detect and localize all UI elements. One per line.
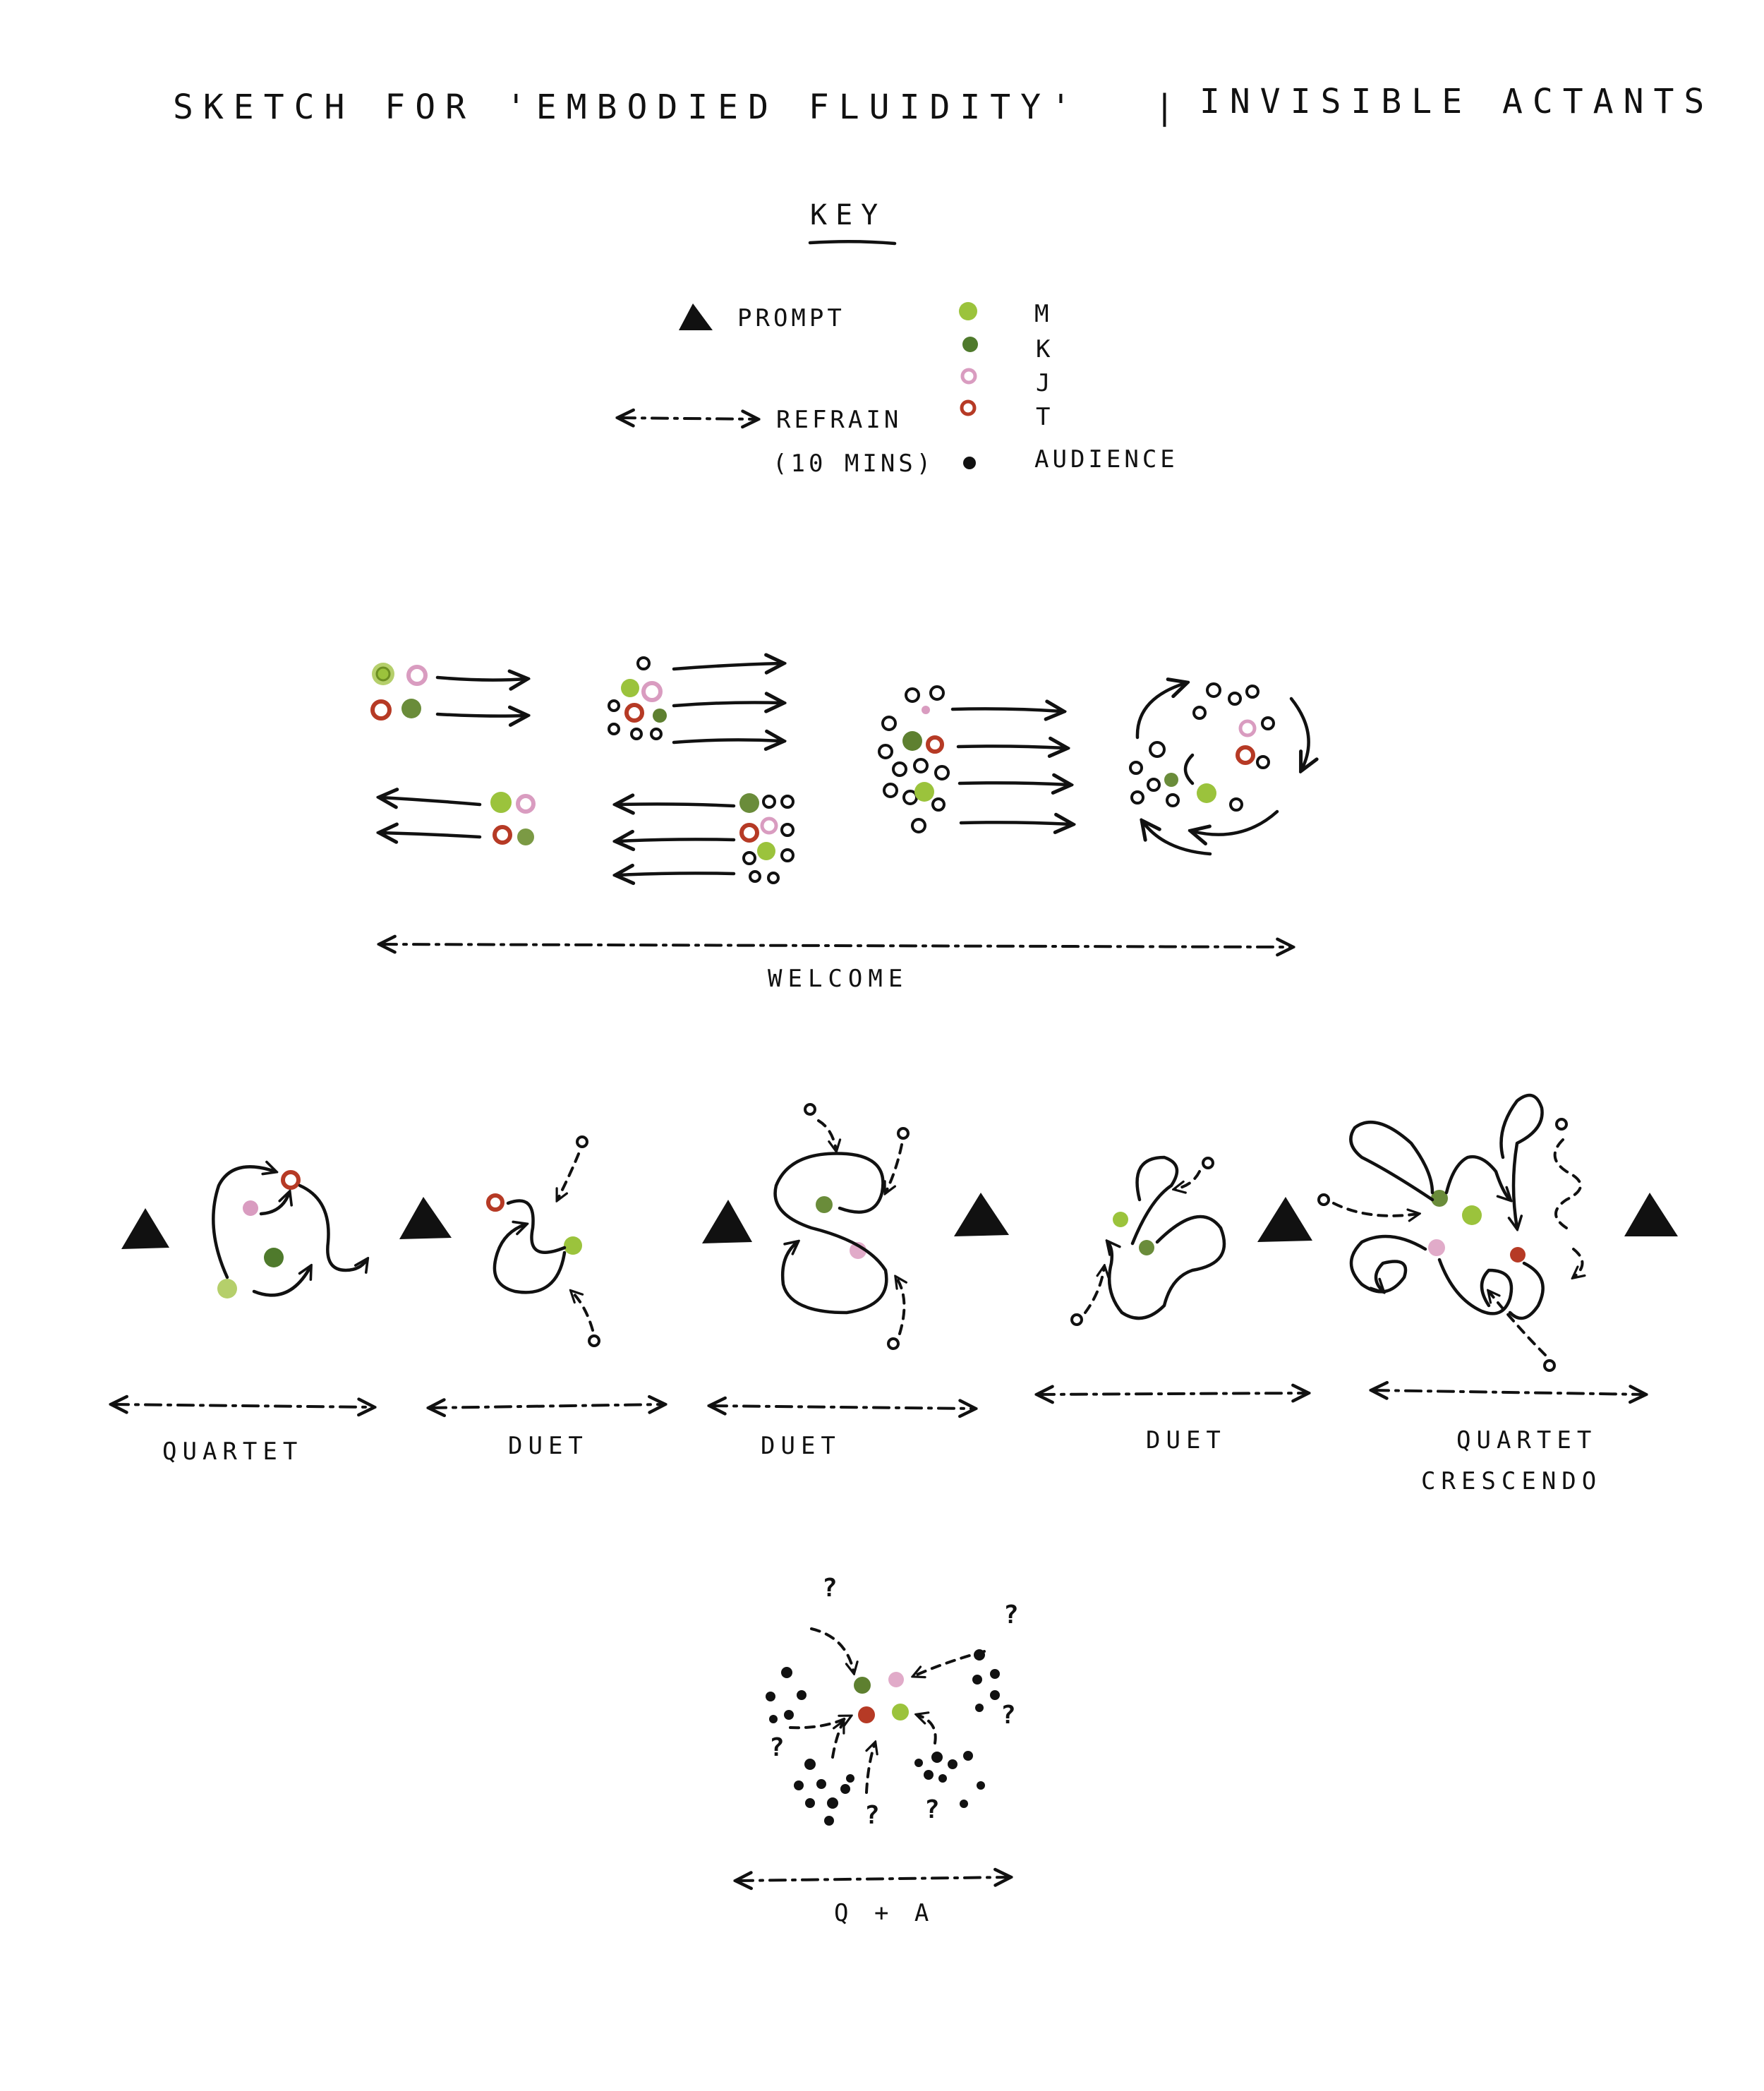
- prompt-triangle-icon: [121, 1208, 169, 1249]
- key-label-refrain-duration: (10 MINS): [773, 450, 934, 478]
- question-mark: ?: [924, 1795, 940, 1824]
- key-legend: KEY PROMPT REFRAIN (10 MINS) M K J T AUD…: [620, 199, 1178, 478]
- prompt-triangle-icon: [702, 1200, 752, 1243]
- key-label-k: K: [1036, 335, 1053, 363]
- question-mark: ?: [1001, 1701, 1016, 1730]
- question-mark: ?: [1003, 1601, 1019, 1629]
- question-mark: ?: [864, 1801, 880, 1830]
- question-mark: ?: [822, 1574, 838, 1603]
- stage-duet-1: DUET: [430, 1135, 663, 1460]
- welcome-refrain-arrow-icon: [381, 944, 1291, 947]
- stage-duet-2: DUET: [711, 1103, 974, 1460]
- key-label-audience: AUDIENCE: [1034, 445, 1178, 474]
- key-label-refrain: REFRAIN: [776, 406, 902, 434]
- question-mark: ?: [769, 1733, 785, 1762]
- performer-m-dot-icon: [959, 302, 977, 320]
- key-heading: KEY: [810, 199, 886, 231]
- stage-label-duet-1: DUET: [508, 1432, 588, 1460]
- stage-label-quartet: QUARTET: [162, 1438, 303, 1466]
- stage-quartet: QUARTET: [113, 1167, 373, 1466]
- prompt-triangle-icon: [679, 303, 713, 330]
- title-block: SKETCH FOR 'EMBODIED FLUIDITY' | INVISIB…: [173, 82, 1714, 127]
- welcome-panel-3: [878, 685, 1071, 832]
- stage-refrain-arrow-icon: [1039, 1393, 1307, 1394]
- welcome-panel-2: [608, 658, 795, 883]
- title-separator: |: [1154, 88, 1185, 127]
- sketch-title: SKETCH FOR 'EMBODIED FLUIDITY': [173, 88, 1081, 127]
- q-and-a-label: Q + A: [834, 1899, 934, 1927]
- stage-duet-3: DUET: [1039, 1155, 1307, 1454]
- prompt-triangle-icon: [954, 1193, 1009, 1236]
- q-and-a-refrain-arrow-icon: [737, 1877, 1009, 1881]
- q-and-a-section: ? ? ? ? ? ? Q + A: [737, 1574, 1019, 1927]
- key-underline: [808, 239, 897, 246]
- welcome-panel-4: [1129, 683, 1309, 856]
- performer-j-dot-icon: [960, 368, 977, 385]
- stage-label-duet-2: DUET: [761, 1432, 841, 1460]
- audience-dot-icon: [963, 457, 976, 469]
- performer-t-dot-icon: [960, 399, 977, 416]
- sketch-subtitle: INVISIBLE ACTANTS: [1200, 82, 1714, 121]
- stage-refrain-arrow-icon: [1373, 1390, 1644, 1394]
- stage-refrain-arrow-icon: [430, 1404, 663, 1408]
- stage-refrain-arrow-icon: [113, 1404, 373, 1407]
- prompt-triangle-icon: [1257, 1197, 1312, 1242]
- audience-crowd: [766, 1649, 1000, 1826]
- welcome-section: WELCOME: [370, 658, 1309, 993]
- stage-refrain-arrow-icon: [711, 1406, 974, 1409]
- prompt-markers: [121, 1193, 1678, 1249]
- prompt-triangle-icon: [399, 1197, 452, 1239]
- key-label-j: J: [1036, 369, 1053, 397]
- key-label-prompt: PROMPT: [737, 304, 845, 332]
- refrain-arrow-icon: [620, 418, 756, 419]
- stage-label-duet-3: DUET: [1146, 1426, 1226, 1454]
- welcome-panel-1: [370, 663, 536, 845]
- key-label-t: T: [1036, 403, 1053, 431]
- welcome-label: WELCOME: [768, 965, 908, 993]
- performer-k-dot-icon: [962, 337, 978, 352]
- prompt-triangle-icon: [1624, 1193, 1678, 1236]
- key-label-m: M: [1034, 300, 1052, 328]
